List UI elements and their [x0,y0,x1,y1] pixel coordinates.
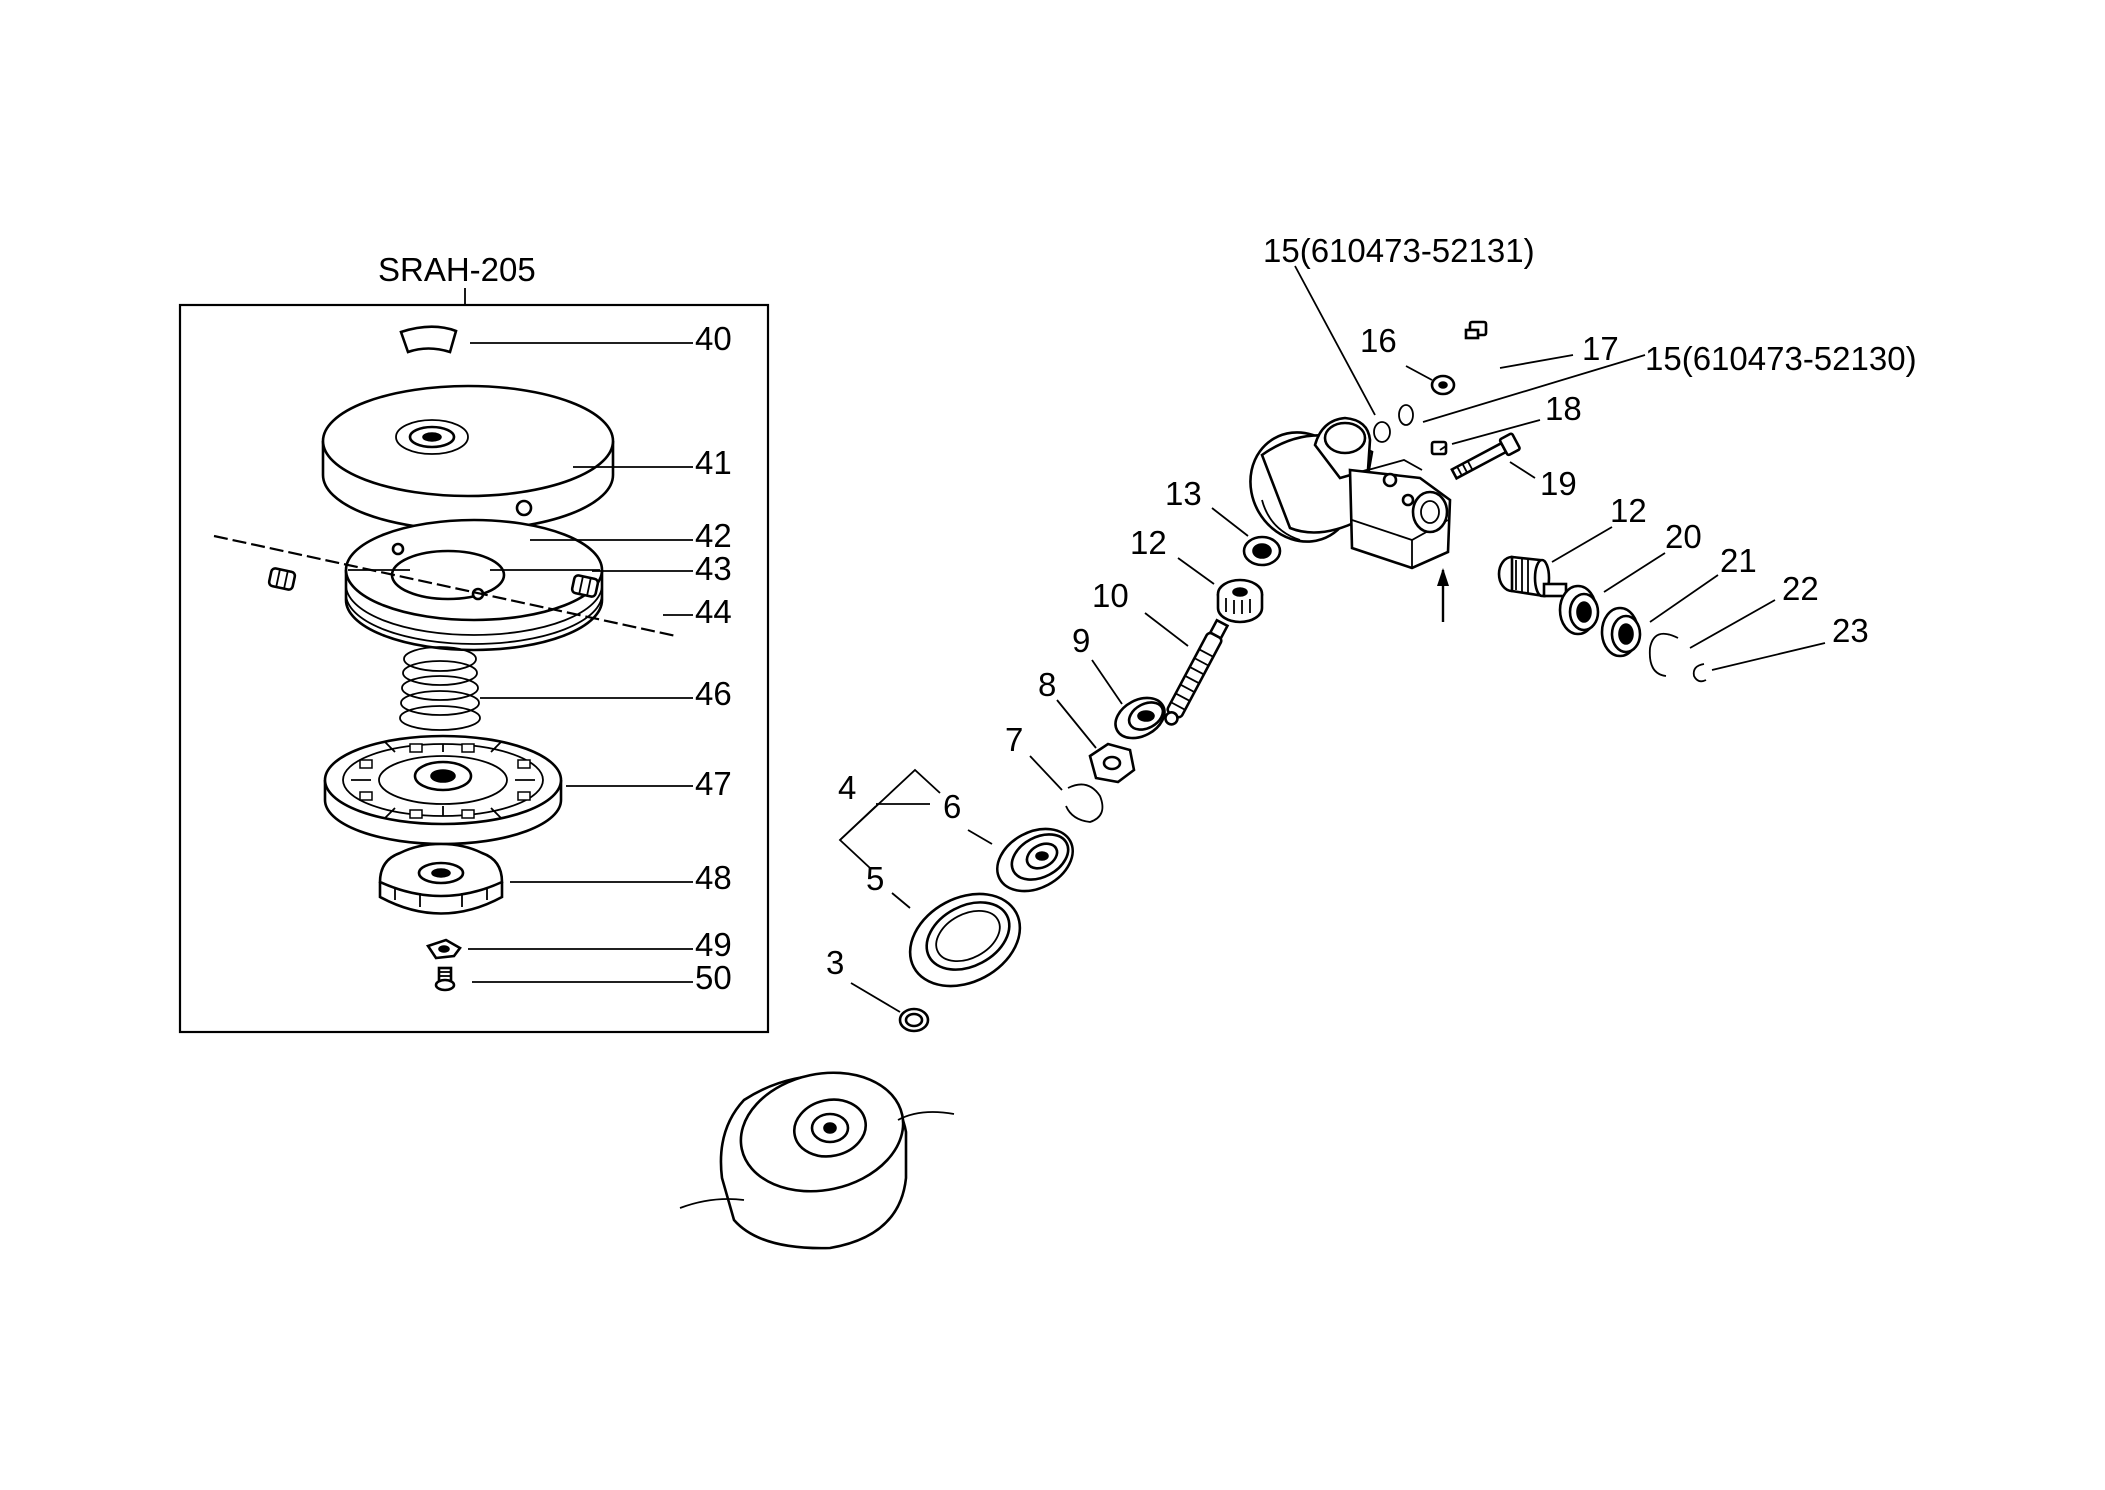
part-13-bearing [1242,535,1282,567]
part-23-circlip [1692,663,1707,683]
callout-5: 5 [866,860,884,897]
part-12-gear-left [1216,578,1264,624]
trimmer-head-assembled [679,1071,955,1250]
part-8-washer [1088,742,1136,784]
callout-15-upper: 15(610473-52131) [1263,232,1535,269]
part-17-bolt [1464,320,1488,340]
part-22-snap-ring [1648,632,1679,677]
callout-21: 21 [1720,542,1757,579]
part-50-bolt [434,966,456,992]
callout-4: 4 [838,769,856,806]
gearcase-assembly: 15(610473-52131) 16 17 15(610473-52130) … [679,232,1917,1250]
callout-19: 19 [1540,465,1577,502]
callout-9: 9 [1072,622,1090,659]
callout-50: 50 [695,959,732,996]
callout-43: 43 [695,550,732,587]
gear-case-housing [1249,416,1452,570]
callout-23: 23 [1832,612,1869,649]
callout-49: 49 [695,926,732,963]
part-46-spring [399,646,481,731]
part-15-shims [1373,404,1414,443]
callout-7: 7 [1005,721,1023,758]
part-21-bearing [1600,606,1642,658]
part-3-ring [898,1007,930,1033]
callout-48: 48 [695,859,732,896]
callout-41: 41 [695,444,732,481]
callout-16: 16 [1360,322,1397,359]
callout-42: 42 [695,517,732,554]
part-12-pinion-gear-right [1497,555,1568,598]
part-7-circlip [1065,783,1104,823]
part-16-nut [1430,374,1456,396]
callout-46: 46 [695,675,732,712]
callout-18: 18 [1545,390,1582,427]
callout-47: 47 [695,765,732,802]
callout-13: 13 [1165,475,1202,512]
part-48-knob [378,842,504,915]
part-40-label-plate [399,325,458,354]
part-47-spool-housing [323,734,563,846]
part-49-washer [425,938,462,960]
part-19-long-bolt [1450,432,1521,481]
inset-frame [178,303,770,1034]
callout-40: 40 [695,320,732,357]
part-41-spool-cover [321,384,615,532]
callout-44: 44 [695,593,732,630]
part-9-bearing [1114,696,1166,740]
callout-6: 6 [943,788,961,825]
callout-3: 3 [826,944,844,981]
part-18-screw [1430,440,1448,456]
callout-12-left: 12 [1130,524,1167,561]
direction-arrow [1437,568,1449,622]
part-20-bearing [1558,584,1600,636]
inset-title: SRAH-205 [378,251,536,288]
callout-12-right: 12 [1610,492,1647,529]
callout-15-lower: 15(610473-52130) [1645,340,1917,377]
callout-20: 20 [1665,518,1702,555]
callout-22: 22 [1782,570,1819,607]
callout-8: 8 [1038,666,1056,703]
callout-10: 10 [1092,577,1129,614]
srah-205-inset: SRAH-205 [178,251,770,1034]
part-43-44-cutting-line [213,534,677,638]
part-10-gear-shaft [1164,618,1230,726]
part-6-holder [996,827,1074,893]
part-42-spool [344,518,604,652]
callout-17: 17 [1582,330,1619,367]
part-5-guard-washer [908,892,1022,988]
